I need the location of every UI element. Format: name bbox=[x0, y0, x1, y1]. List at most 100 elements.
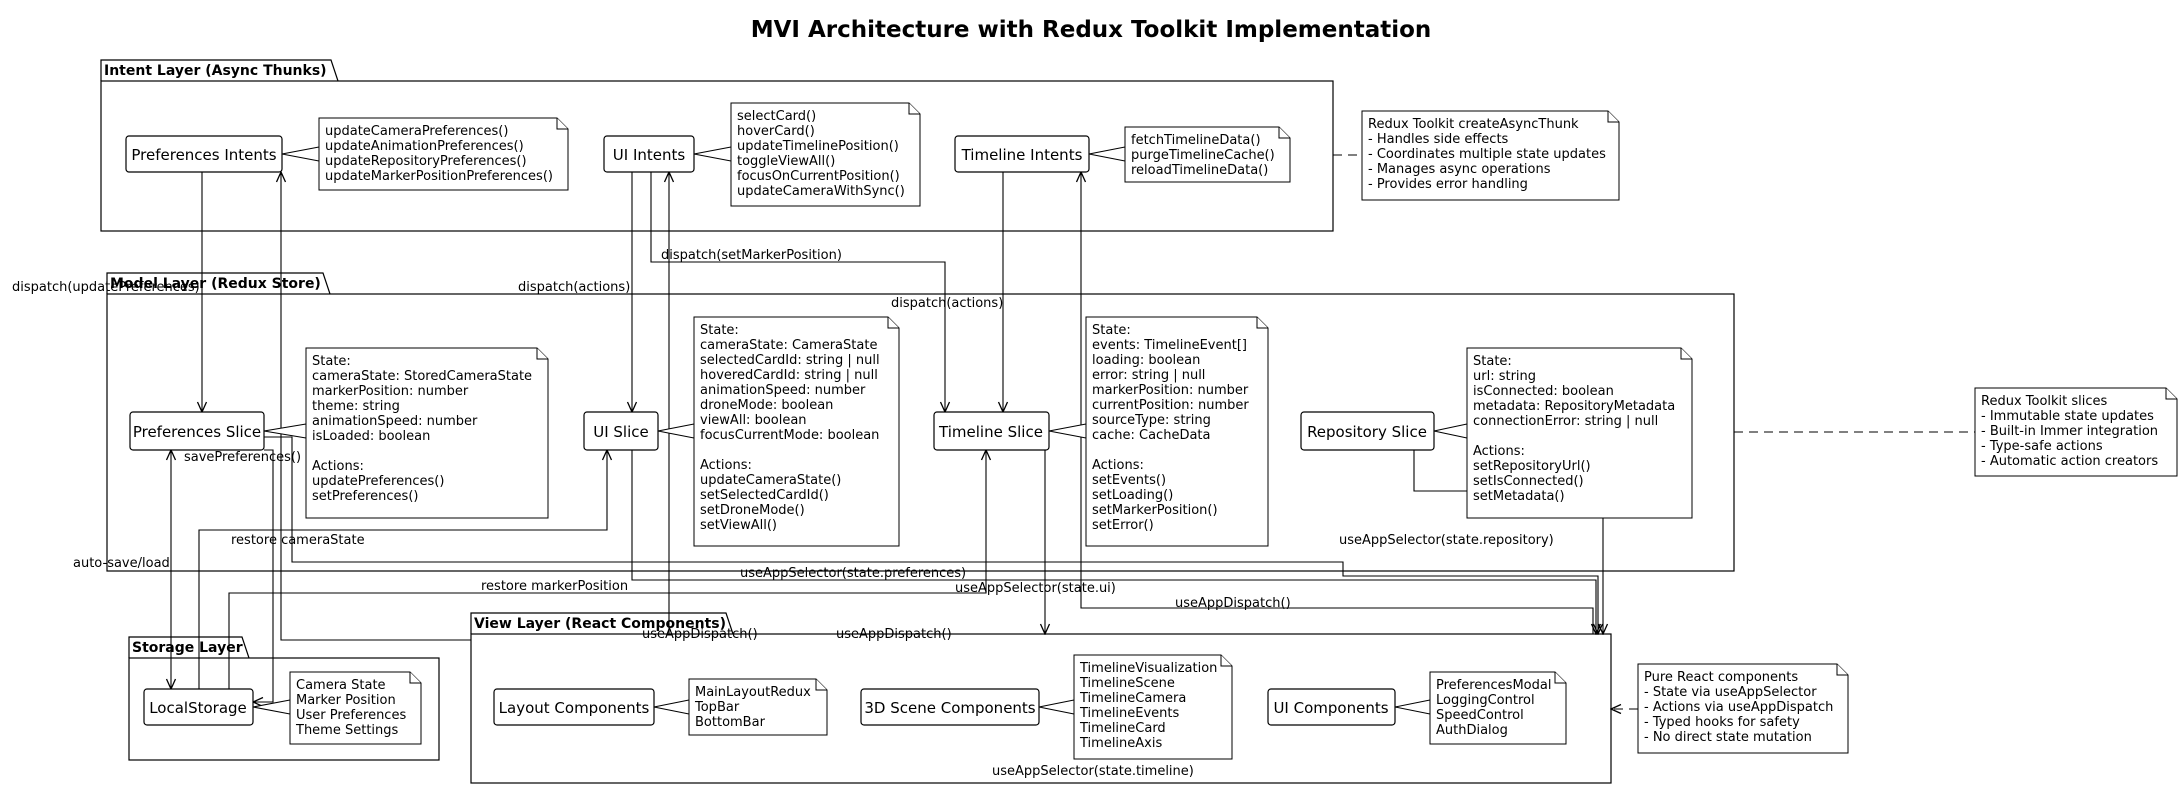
storage-layer-label: Storage Layer bbox=[132, 640, 243, 656]
note-line: - Coordinates multiple state updates bbox=[1368, 147, 1606, 162]
note-line: TimelineEvents bbox=[1079, 706, 1180, 721]
note-line: cameraState: StoredCameraState bbox=[312, 369, 532, 384]
note-line: Marker Position bbox=[296, 693, 396, 708]
note-ui-components: PreferencesModalLoggingControlSpeedContr… bbox=[1394, 671, 1567, 745]
note-line: AuthDialog bbox=[1436, 723, 1508, 738]
note-line: Redux Toolkit createAsyncThunk bbox=[1368, 117, 1579, 132]
note-line: TimelineCamera bbox=[1079, 691, 1186, 706]
edge-view-to-pref-intents bbox=[281, 172, 471, 641]
label-select-ui: useAppSelector(state.ui) bbox=[955, 581, 1116, 596]
note-line: - Manages async operations bbox=[1368, 162, 1551, 177]
note-line: - State via useAppSelector bbox=[1644, 685, 1817, 700]
label-dispatch-from-layout: useAppDispatch() bbox=[642, 627, 758, 642]
note-timeline-intents: fetchTimelineData()purgeTimelineCache()r… bbox=[1088, 126, 1291, 183]
note-line: MainLayoutRedux bbox=[695, 685, 811, 700]
edge-storage-to-ui-slice bbox=[198, 450, 607, 689]
note-ui-slice: State:cameraState: CameraStateselectedCa… bbox=[657, 316, 900, 547]
note-line: setLoading() bbox=[1092, 488, 1173, 503]
note-slices-summary: Redux Toolkit slices- Immutable state up… bbox=[1974, 387, 2178, 477]
svg-text:UI Components: UI Components bbox=[1273, 699, 1388, 717]
label-dispatch-update-prefs: dispatch(updatePreferences) bbox=[12, 280, 200, 295]
svg-text:3D Scene Components: 3D Scene Components bbox=[864, 699, 1035, 717]
note-line: Actions: bbox=[1473, 444, 1525, 459]
edge-pref-slice-to-view bbox=[264, 436, 1598, 634]
note-line: - Built-in Immer integration bbox=[1981, 424, 2158, 439]
note-scene: TimelineVisualizationTimelineSceneTimeli… bbox=[1038, 654, 1233, 760]
note-line: reloadTimelineData() bbox=[1131, 163, 1268, 178]
notes: updateCameraPreferences()updateAnimation… bbox=[252, 102, 2178, 760]
label-restore-camera: restore cameraState bbox=[231, 533, 365, 548]
note-line: focusOnCurrentPosition() bbox=[737, 169, 900, 184]
label-dispatch-from-scene: useAppDispatch() bbox=[836, 627, 952, 642]
note-line: setEvents() bbox=[1092, 473, 1166, 488]
note-line: viewAll: boolean bbox=[700, 413, 807, 428]
note-line: BottomBar bbox=[695, 715, 766, 730]
note-connectors bbox=[1333, 154, 1975, 709]
note-line: State: bbox=[312, 354, 351, 369]
note-line: setSelectedCardId() bbox=[700, 488, 829, 503]
note-line: User Preferences bbox=[296, 708, 406, 723]
note-line: currentPosition: number bbox=[1092, 398, 1249, 413]
note-line: sourceType: string bbox=[1092, 413, 1211, 428]
node-ui-slice[interactable]: UI Slice bbox=[583, 411, 659, 451]
node-ui-components[interactable]: UI Components bbox=[1267, 688, 1396, 726]
edge-pref-slice-to-storage bbox=[253, 449, 274, 702]
node-preferences-slice[interactable]: Preferences Slice bbox=[129, 411, 265, 451]
label-dispatch-actions-timeline: dispatch(actions) bbox=[891, 296, 1003, 311]
node-timeline-intents[interactable]: Timeline Intents bbox=[954, 135, 1090, 173]
edge-ui-slice-to-view bbox=[631, 450, 1596, 634]
edge-ui-intents-to-timeline-slice bbox=[650, 172, 945, 412]
note-line: isConnected: boolean bbox=[1473, 384, 1614, 399]
note-line: Theme Settings bbox=[295, 723, 399, 738]
note-line: - Handles side effects bbox=[1368, 132, 1509, 147]
note-line: setViewAll() bbox=[700, 518, 777, 533]
note-pref-intents: updateCameraPreferences()updateAnimation… bbox=[281, 117, 569, 191]
node-repository-slice[interactable]: Repository Slice bbox=[1300, 411, 1435, 451]
note-line: TimelineScene bbox=[1079, 676, 1175, 691]
node-timeline-slice[interactable]: Timeline Slice bbox=[933, 411, 1050, 451]
note-line: setPreferences() bbox=[312, 489, 418, 504]
note-line: focusCurrentMode: boolean bbox=[700, 428, 879, 443]
note-line: setMarkerPosition() bbox=[1092, 503, 1218, 518]
note-line: Camera State bbox=[296, 678, 386, 693]
svg-text:Preferences Intents: Preferences Intents bbox=[131, 146, 276, 164]
note-line: Actions: bbox=[312, 459, 364, 474]
node-preferences-intents[interactable]: Preferences Intents bbox=[125, 135, 283, 173]
svg-text:Timeline Slice: Timeline Slice bbox=[938, 423, 1043, 441]
model-layer-label: Model Layer (Redux Store) bbox=[110, 276, 321, 292]
note-line: setRepositoryUrl() bbox=[1473, 459, 1591, 474]
label-dispatch-from-ui: useAppDispatch() bbox=[1175, 596, 1291, 611]
node-local-storage[interactable]: LocalStorage bbox=[143, 688, 254, 726]
note-line: events: TimelineEvent[] bbox=[1092, 338, 1247, 353]
label-dispatch-set-marker: dispatch(setMarkerPosition) bbox=[661, 248, 842, 263]
node-ui-intents[interactable]: UI Intents bbox=[603, 135, 695, 173]
svg-text:UI Intents: UI Intents bbox=[613, 146, 686, 164]
svg-text:LocalStorage: LocalStorage bbox=[149, 699, 247, 717]
note-line: toggleViewAll() bbox=[737, 154, 835, 169]
note-line: updateAnimationPreferences() bbox=[325, 139, 524, 154]
node-3d-scene-components[interactable]: 3D Scene Components bbox=[860, 688, 1040, 726]
note-line: Actions: bbox=[1092, 458, 1144, 473]
note-line: updateCameraWithSync() bbox=[737, 184, 905, 199]
edge-storage-to-timeline-slice bbox=[228, 450, 986, 689]
note-line: setDroneMode() bbox=[700, 503, 805, 518]
diagram-title: MVI Architecture with Redux Toolkit Impl… bbox=[751, 17, 1432, 43]
note-line: updateMarkerPositionPreferences() bbox=[325, 169, 553, 184]
note-line: State: bbox=[1092, 323, 1131, 338]
node-layout-components[interactable]: Layout Components bbox=[493, 688, 655, 726]
label-select-preferences: useAppSelector(state.preferences) bbox=[740, 566, 966, 581]
note-line: selectedCardId: string | null bbox=[700, 353, 880, 368]
note-line: hoveredCardId: string | null bbox=[700, 368, 878, 383]
note-line: - No direct state mutation bbox=[1644, 730, 1812, 745]
note-line: connectionError: string | null bbox=[1473, 414, 1658, 429]
note-line: - Automatic action creators bbox=[1981, 454, 2158, 469]
label-select-timeline: useAppSelector(state.timeline) bbox=[992, 764, 1194, 779]
svg-text:Repository Slice: Repository Slice bbox=[1307, 423, 1427, 441]
note-line: loading: boolean bbox=[1092, 353, 1200, 368]
note-line: TimelineCard bbox=[1079, 721, 1166, 736]
note-view-summary: Pure React components- State via useAppS… bbox=[1637, 663, 1849, 754]
note-line: updateCameraPreferences() bbox=[325, 124, 508, 139]
